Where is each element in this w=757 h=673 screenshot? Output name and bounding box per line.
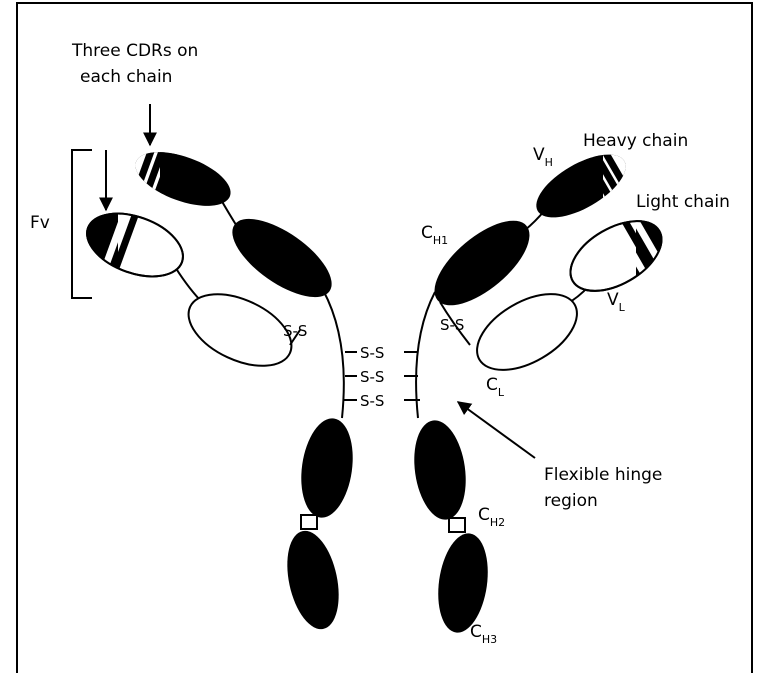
vh-label: VH (533, 145, 553, 169)
right-cl-domain (464, 279, 589, 386)
left-hinge-chain (323, 290, 344, 418)
right-ch2-ch3-link (449, 518, 465, 532)
ch3-label: CH3 (470, 622, 497, 646)
cdr-note-line1: Three CDRs on (71, 41, 198, 61)
left-ch3-domain (279, 526, 347, 634)
right-ch3-domain (432, 530, 493, 636)
right-fab-arm: S-S (421, 130, 686, 385)
hinge-label-line1: Flexible hinge (544, 465, 662, 485)
fv-label: Fv (30, 213, 50, 233)
cdr-note-line2: each chain (80, 67, 172, 87)
right-ss-label: S-S (440, 316, 464, 334)
left-fab-arm: S-S (78, 140, 343, 380)
left-vh-domain (100, 140, 238, 220)
hinge-ss-1: S-S (360, 344, 384, 362)
vl-label: VL (607, 290, 626, 314)
hinge-label-line2: region (544, 491, 598, 511)
ch1-label: CH1 (421, 223, 448, 247)
light-chain-label: Light chain (636, 192, 730, 212)
left-ch2-domain (295, 415, 358, 521)
fc-region (279, 415, 494, 636)
hinge-ss-3: S-S (360, 392, 384, 410)
left-ss-label: S-S (283, 322, 307, 340)
hinge-region: S-S S-S S-S (323, 290, 435, 418)
hinge-arrow (458, 402, 535, 458)
heavy-chain-label: Heavy chain (583, 131, 688, 151)
cl-label: CL (486, 375, 505, 399)
hinge-ss-2: S-S (360, 368, 384, 386)
right-vl-domain (559, 200, 686, 310)
right-ch2-domain (408, 417, 471, 523)
frame-border (17, 3, 752, 673)
ch2-label: CH2 (478, 505, 505, 529)
left-ch2-ch3-link (301, 515, 317, 529)
left-vl-domain (78, 200, 191, 300)
